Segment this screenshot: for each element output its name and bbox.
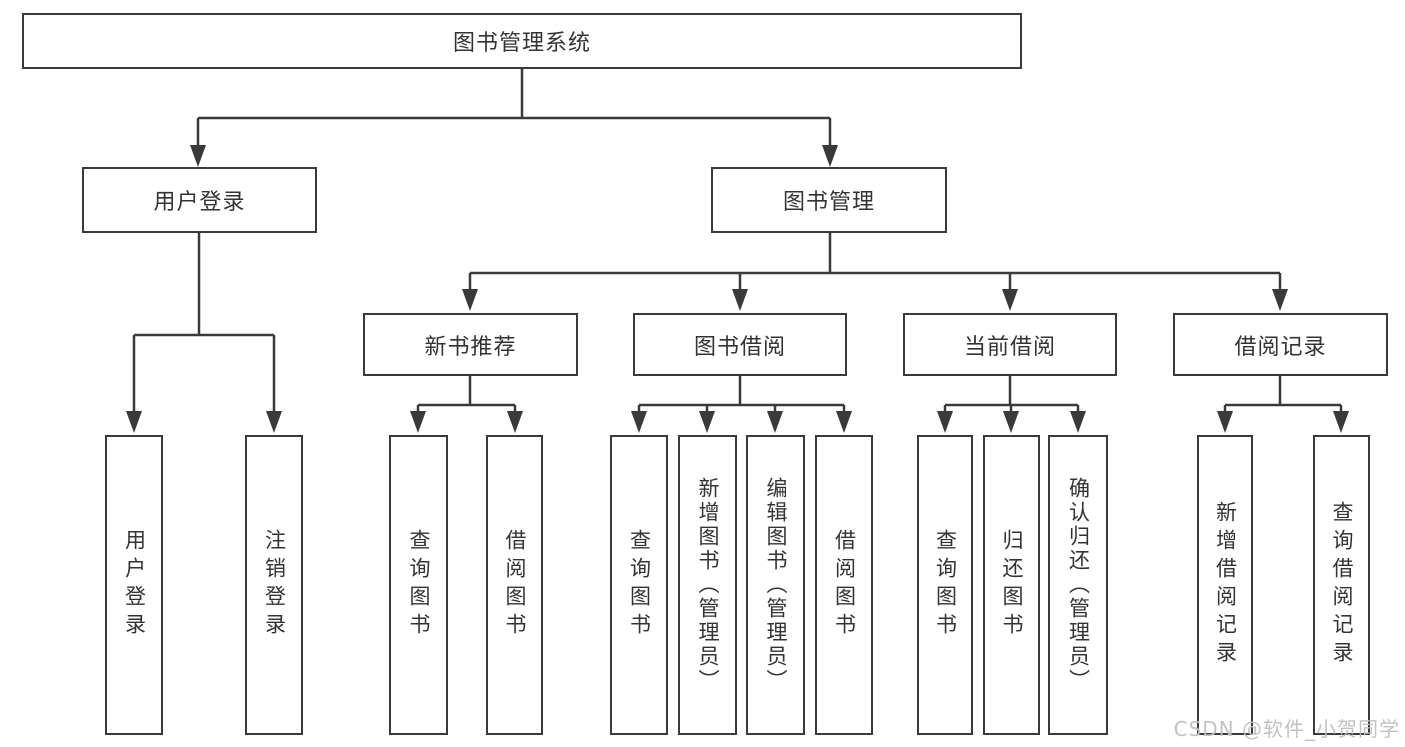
node-label: 借阅记录 <box>1234 334 1327 360</box>
leaf-label: 查询图书 <box>933 529 958 641</box>
leaf-records-query-borrow-record: 查询借阅记录 <box>1313 435 1370 735</box>
leaf-label: 用户登录 <box>122 529 147 641</box>
leaf-borrowing-edit-books-admin: 编辑图书（管理员） <box>746 435 805 735</box>
node-user-login: 用户登录 <box>82 167 317 233</box>
node-label: 图书管理 <box>782 190 875 215</box>
leaf-label: 注销登录 <box>262 529 287 641</box>
watermark: CSDN @软件_小贺同学 <box>1173 717 1400 741</box>
leaf-newrec-query-books: 查询图书 <box>389 435 448 735</box>
arrowhead-icons <box>126 145 1349 433</box>
leaf-label: 借阅图书 <box>503 529 527 641</box>
leaf-current-query-books: 查询图书 <box>917 435 973 735</box>
node-label: 用户登录 <box>153 190 246 215</box>
leaf-borrowing-borrow-books: 借阅图书 <box>815 435 873 735</box>
leaf-records-add-borrow-record: 新增借阅记录 <box>1197 435 1253 735</box>
leaf-borrowing-add-books-admin: 新增图书（管理员） <box>678 435 737 735</box>
node-label: 新书推荐 <box>424 334 517 360</box>
leaf-label: 查询图书 <box>627 529 652 641</box>
leaf-user-login: 用户登录 <box>105 435 163 735</box>
leaf-newrec-borrow-books: 借阅图书 <box>486 435 543 735</box>
leaf-label: 归还图书 <box>1000 529 1024 641</box>
node-current-borrowing: 当前借阅 <box>903 313 1117 376</box>
leaf-label: 借阅图书 <box>832 529 857 641</box>
node-new-book-recommendation: 新书推荐 <box>363 313 578 376</box>
leaf-current-return-books: 归还图书 <box>983 435 1040 735</box>
leaf-current-confirm-return-admin: 确认归还（管理员） <box>1048 435 1108 735</box>
leaf-label: 查询借阅记录 <box>1330 501 1354 669</box>
leaf-logout: 注销登录 <box>245 435 303 735</box>
leaf-label: 新增图书（管理员） <box>696 477 720 693</box>
node-book-management: 图书管理 <box>711 167 947 233</box>
leaf-label: 确认归还（管理员） <box>1066 477 1091 693</box>
node-borrowing-records: 借阅记录 <box>1173 313 1388 376</box>
node-label: 图书借阅 <box>693 334 786 360</box>
leaf-label: 新增借阅记录 <box>1213 501 1238 669</box>
leaf-label: 查询图书 <box>407 529 431 641</box>
leaf-label: 编辑图书（管理员） <box>764 477 788 693</box>
node-book-borrowing: 图书借阅 <box>633 313 847 376</box>
node-library-management-system: 图书管理系统 <box>22 13 1022 69</box>
node-label: 当前借阅 <box>963 334 1056 360</box>
leaf-borrowing-query-books: 查询图书 <box>610 435 668 735</box>
node-label: 图书管理系统 <box>452 31 591 56</box>
